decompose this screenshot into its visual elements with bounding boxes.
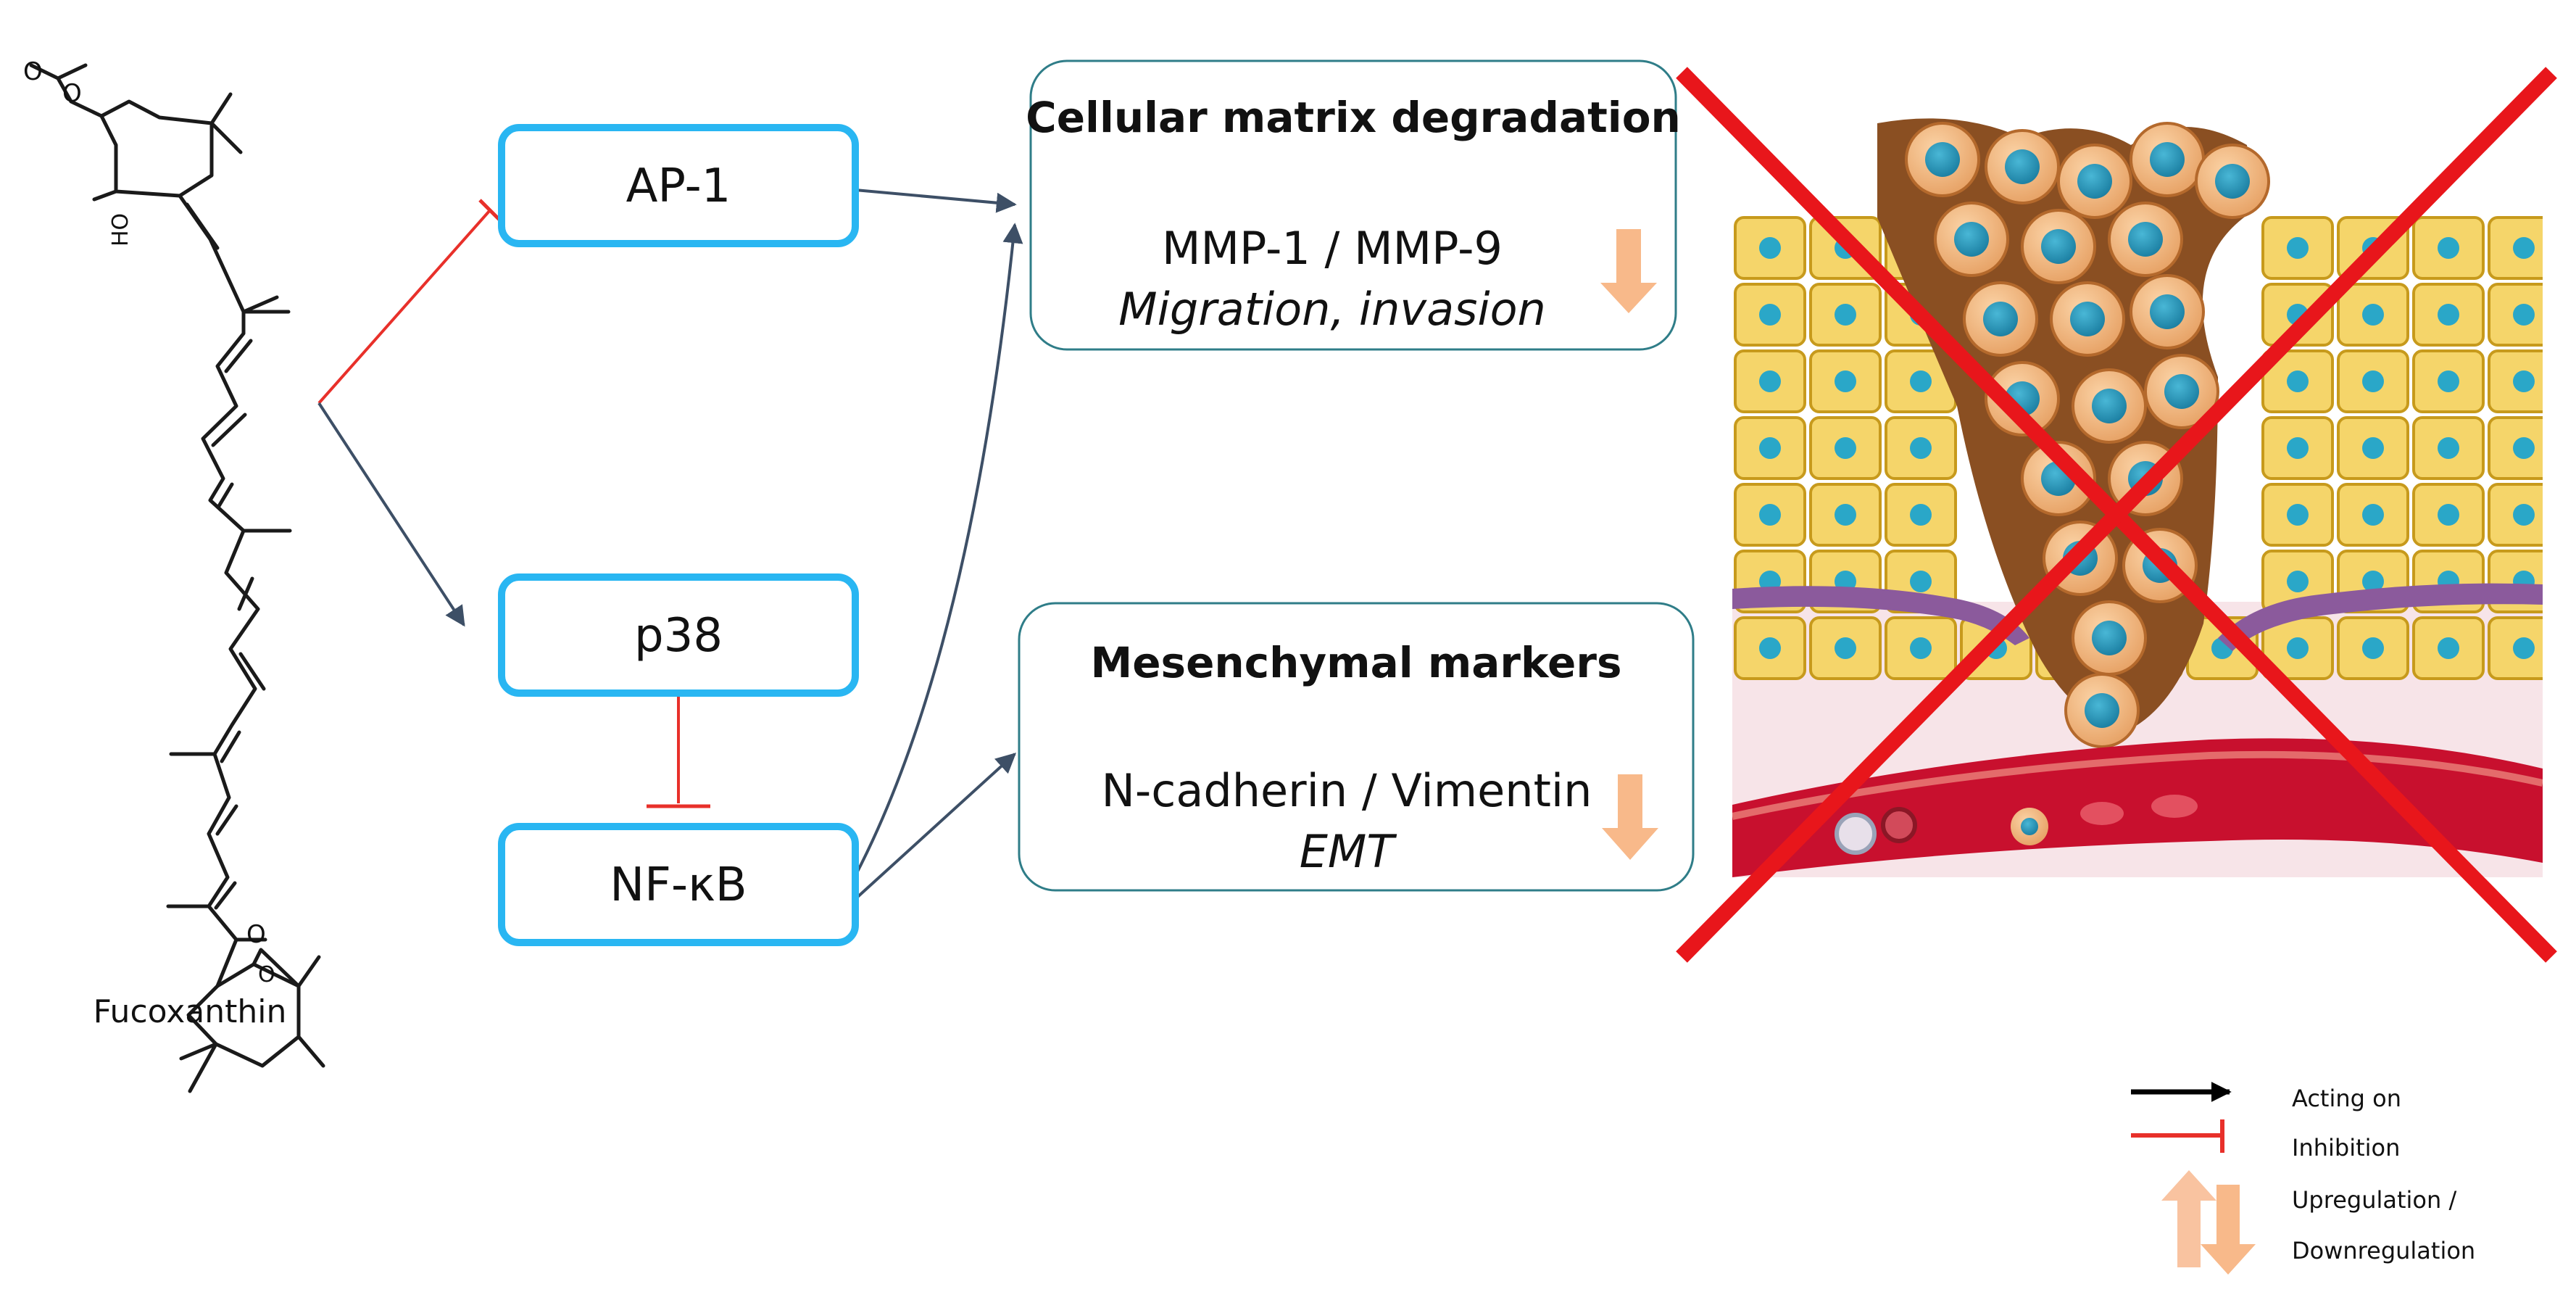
tumor-cell xyxy=(1985,129,2060,204)
epithelial-cell xyxy=(1809,616,1882,680)
epithelial-cell xyxy=(2261,349,2334,413)
epithelial-cell xyxy=(2261,216,2334,280)
tumor-cell xyxy=(2072,368,2147,444)
basement-membrane xyxy=(1732,586,2029,645)
legend: Acting on Inhibition Upregulation / Down… xyxy=(2131,1082,2475,1275)
epithelial-cell xyxy=(2488,349,2543,413)
tumor-cell xyxy=(2021,209,2096,284)
epithelial-cell xyxy=(2337,283,2409,347)
edge-nfkb-mesenchymal xyxy=(854,753,1017,900)
legend-upregulation-arrow-icon xyxy=(2161,1170,2216,1267)
epithelial-cell xyxy=(1734,483,1806,547)
epithelial-cell xyxy=(2337,616,2409,680)
edge-ap1-matrix xyxy=(855,189,1017,213)
epithelial-cell xyxy=(1734,283,1806,347)
tumor-cell xyxy=(2050,281,2125,357)
molecule-atom-labels: O O HO O O xyxy=(23,57,275,987)
downregulation-arrow-icon xyxy=(1600,229,1657,313)
oxygen-label: O xyxy=(62,79,82,108)
node-ap1-label: AP-1 xyxy=(626,160,731,213)
tumor-invasion-illustration xyxy=(1732,109,2543,877)
epithelial-cell xyxy=(2337,349,2409,413)
legend-downregulation-arrow-icon xyxy=(2201,1185,2256,1275)
edge-fucoxanthin-ap1-inhibition xyxy=(317,209,491,405)
epithelial-cell xyxy=(2412,349,2485,413)
edge-nfkb-matrix xyxy=(854,223,1023,877)
tumor-cell xyxy=(1934,202,2009,277)
edge-fucoxanthin-p38 xyxy=(317,402,465,627)
tumor-cell xyxy=(2021,441,2096,516)
epithelial-cell xyxy=(1809,483,1882,547)
outcome-matrix: Cellular matrix degradation MMP-1 / MMP-… xyxy=(1026,59,1681,351)
epithelial-cell xyxy=(1809,349,1882,413)
epithelial-cell xyxy=(2488,616,2543,680)
epithelial-cell xyxy=(1809,416,1882,480)
node-p38: p38 xyxy=(498,573,859,697)
legend-acting-label: Acting on xyxy=(2292,1085,2401,1112)
tumor-cell xyxy=(1963,281,2038,357)
epithelial-cell xyxy=(2337,416,2409,480)
epithelial-cell xyxy=(2488,483,2543,547)
outcome-matrix-line1: MMP-1 / MMP-9 xyxy=(1162,222,1503,275)
oxygen-label: O xyxy=(246,920,266,949)
outcome-mesenchymal-line1: N-cadherin / Vimentin xyxy=(1102,764,1592,817)
tumor-cell xyxy=(2195,144,2270,219)
tumor-cell xyxy=(2064,673,2140,748)
epithelial-cell xyxy=(1734,616,1806,680)
epithelial-cell xyxy=(1885,616,1957,680)
tumor-cell xyxy=(2130,122,2205,197)
outcome-matrix-line2: Migration, invasion xyxy=(1118,283,1546,336)
legend-inhibition-label: Inhibition xyxy=(2292,1134,2400,1161)
epithelial-cell xyxy=(2412,216,2485,280)
fucoxanthin-structure xyxy=(29,63,325,1093)
oxygen-label: O xyxy=(23,57,43,86)
node-ap1: AP-1 xyxy=(498,124,859,247)
edges xyxy=(317,189,1023,900)
epithelial-cell xyxy=(2488,283,2543,347)
node-p38-label: p38 xyxy=(634,609,723,663)
outcome-mesenchymal-title: Mesenchymal markers xyxy=(1091,638,1622,687)
node-nfkb: NF-κB xyxy=(498,823,859,946)
outcome-mesenchymal: Mesenchymal markers N-cadherin / Vimenti… xyxy=(1018,602,1695,892)
tumor-cell xyxy=(1905,122,1980,197)
epithelial-cell xyxy=(2488,216,2543,280)
edge-ap1-inhibition-bar xyxy=(478,199,502,222)
outcome-matrix-title: Cellular matrix degradation xyxy=(1026,93,1681,142)
hydroxyl-label: HO xyxy=(108,213,133,247)
epithelial-cell xyxy=(2261,483,2334,547)
epithelial-cell xyxy=(2412,616,2485,680)
downregulation-arrow-icon xyxy=(1602,774,1658,860)
basement-membrane xyxy=(2218,583,2543,651)
outcome-mesenchymal-line2: EMT xyxy=(1300,825,1397,878)
epithelial-cell xyxy=(2412,416,2485,480)
epithelial-cell xyxy=(1734,416,1806,480)
blood-vessel xyxy=(1732,738,2543,877)
epithelial-cell xyxy=(2488,416,2543,480)
node-nfkb-label: NF-κB xyxy=(610,858,747,912)
epithelial-cell xyxy=(2337,483,2409,547)
epithelial-cell xyxy=(1809,283,1882,347)
epithelial-cell xyxy=(2412,483,2485,547)
epithelial-cell xyxy=(2261,416,2334,480)
legend-updown-label-1: Upregulation / xyxy=(2292,1186,2456,1214)
crossed-out-icon xyxy=(1676,67,2557,963)
molecule-name: Fucoxanthin xyxy=(94,993,287,1030)
tumor-cell xyxy=(2108,202,2183,277)
tumor-cell xyxy=(2130,274,2205,349)
epithelial-cell xyxy=(2412,283,2485,347)
tumor-cell xyxy=(2072,600,2147,676)
legend-updown-label-2: Downregulation xyxy=(2292,1237,2475,1264)
tumor-cell xyxy=(2057,144,2132,219)
epithelial-cell xyxy=(1885,416,1957,480)
epithelial-cell xyxy=(1885,483,1957,547)
epithelial-cell xyxy=(1734,216,1806,280)
tumor-cell xyxy=(2144,354,2219,429)
epithelial-cell xyxy=(1734,349,1806,413)
oxygen-label: O xyxy=(258,962,275,987)
